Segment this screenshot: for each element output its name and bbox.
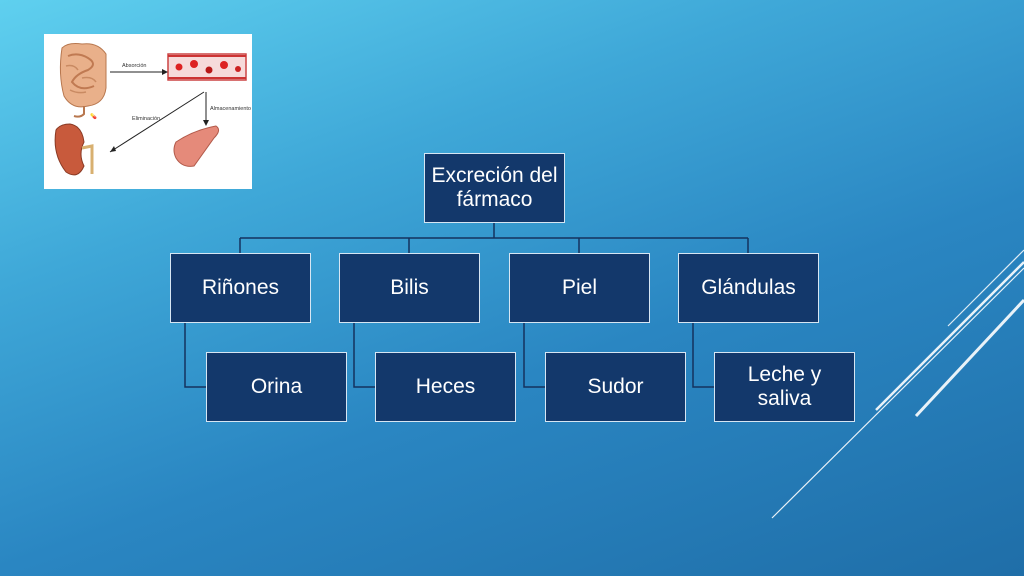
branch-node-piel: Piel [509,253,650,323]
label-storage: Almacenamiento [210,106,251,112]
child-node-label: Sudor [587,374,644,398]
branch-node-label: Piel [561,275,598,299]
child-node-label: Heces [415,374,476,398]
child-connector-line [184,322,206,388]
child-node-heces: Heces [375,352,516,422]
child-connector-line [523,322,545,388]
pharmacokinetics-illustration-svg: 💊 Absorción [54,43,251,176]
child-node-label: Orina [250,374,303,398]
branch-node-label: Glándulas [701,275,796,299]
kidney-icon [54,123,94,176]
process-arrows [109,69,209,153]
branch-node-bilis: Bilis [339,253,480,323]
liver-icon [173,125,220,167]
root-node-excrecion: Excreción del fármaco [424,153,565,223]
root-node-label: Excreción del fármaco [431,163,558,211]
illustration-pill-mark: 💊 [90,112,97,120]
child-node-leche-y-saliva: Leche y saliva [714,352,855,422]
child-connector-line [353,322,375,388]
branch-node-label: Bilis [390,275,429,299]
pharmacokinetics-illustration: 💊 Absorción [44,34,252,189]
label-absorption: Absorción [122,63,146,69]
child-node-orina: Orina [206,352,347,422]
child-node-label: Leche y saliva [747,362,822,410]
blood-vessel-icon [167,53,247,81]
label-elimination: Eliminación [132,116,160,122]
branch-node-label: Riñones [201,275,280,299]
child-connector-line [692,322,714,388]
branch-node-glandulas: Glándulas [678,253,819,323]
child-node-sudor: Sudor [545,352,686,422]
branch-node-rinones: Riñones [170,253,311,323]
intestine-icon: 💊 [59,43,107,120]
